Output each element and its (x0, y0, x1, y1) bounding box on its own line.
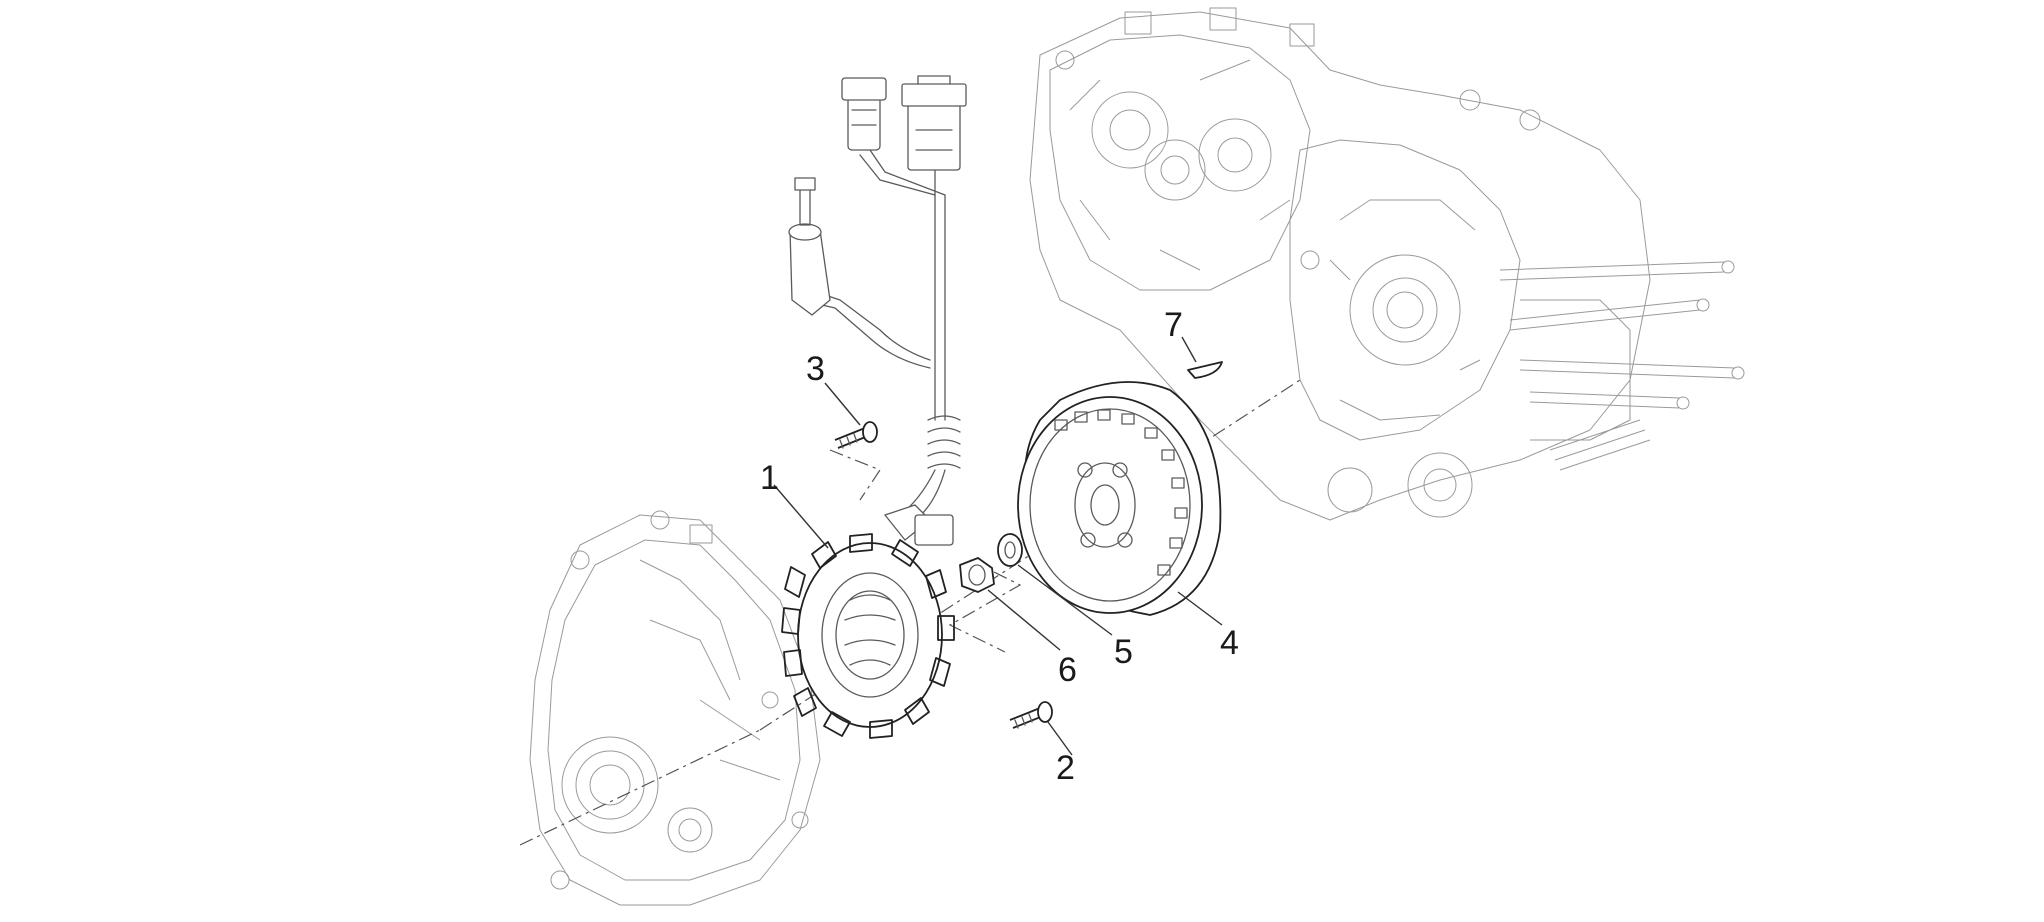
callout-2: 2 (1056, 749, 1075, 787)
wiring-harness (788, 75, 967, 521)
crankcase-housing (1029, 7, 1745, 521)
leader-3 (824, 382, 861, 426)
callout-labels: 1 2 3 4 5 6 7 (760, 306, 1239, 787)
washer-part-5 (997, 533, 1023, 567)
stator (781, 504, 955, 739)
callout-6: 6 (1058, 651, 1077, 689)
stator-coils (781, 533, 955, 739)
generator-cover (529, 510, 821, 906)
nut-part-6 (959, 557, 995, 593)
woodruff-key-part-7 (1187, 361, 1223, 379)
leader-5 (1017, 564, 1113, 636)
leader-1 (773, 484, 829, 549)
leader-4 (1177, 591, 1223, 626)
callout-7: 7 (1164, 306, 1183, 344)
flywheel-rotor (1017, 381, 1222, 616)
flywheel-magnets (1054, 409, 1188, 576)
leader-2 (1047, 721, 1073, 756)
leader-6 (987, 589, 1061, 651)
leader-7 (1181, 336, 1197, 363)
callout-leaders (773, 336, 1223, 756)
callout-4: 4 (1220, 624, 1239, 662)
screw-part-2 (1009, 701, 1053, 729)
assembly-axis-lines (519, 379, 1301, 846)
callout-5: 5 (1114, 633, 1133, 671)
screw-part-3 (834, 421, 878, 449)
callout-1: 1 (760, 459, 779, 497)
callout-3: 3 (806, 350, 825, 388)
